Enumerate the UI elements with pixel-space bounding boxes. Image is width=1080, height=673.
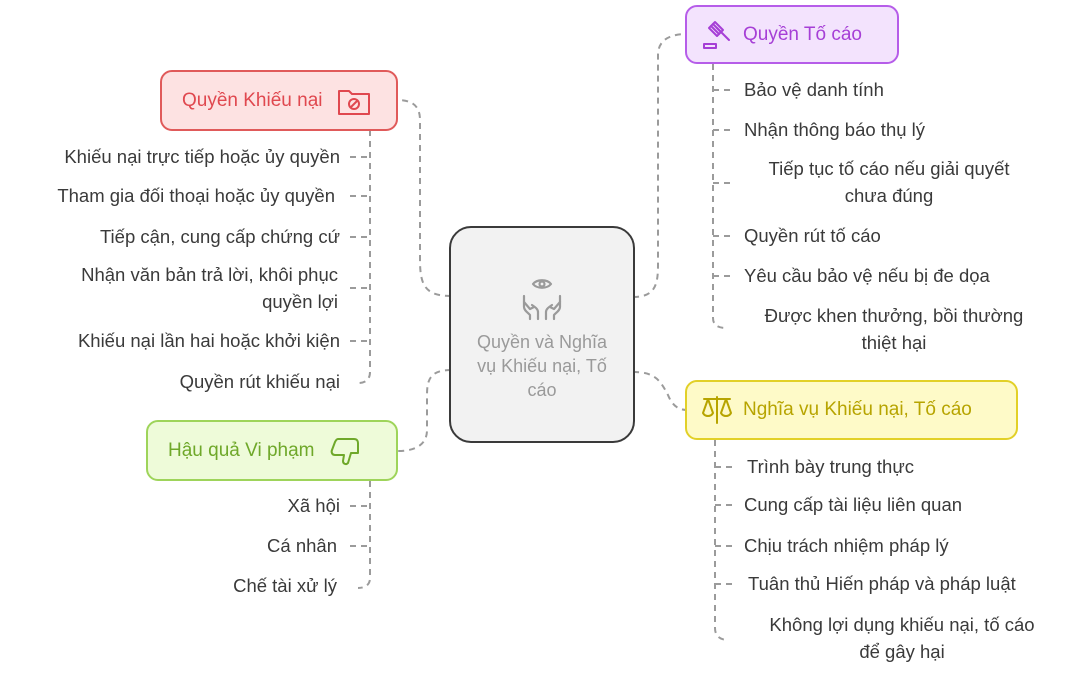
gavel-icon <box>701 20 731 50</box>
denounce-item-5: Yêu cầu bảo vệ nếu bị đe dọa <box>744 265 990 286</box>
obligation-item-1: Trình bày trung thực <box>747 456 914 477</box>
thumbs-down-icon <box>328 435 362 467</box>
connector-center-consequence <box>397 369 452 452</box>
eye-hands-icon <box>518 274 566 322</box>
denounce-item-6: Được khen thưởng, bồi thường thiệt hại <box>764 305 1024 353</box>
center-node: Quyền và Nghĩa vụ Khiếu nại, Tố cáo <box>449 226 635 443</box>
branch-obligation-title: Nghĩa vụ Khiếu nại, Tố cáo <box>743 399 972 420</box>
center-label: Quyền và Nghĩa vụ Khiếu nại, Tố cáo <box>476 331 608 400</box>
consequence-item-2: Cá nhân <box>267 535 337 556</box>
branch-complaint-header: Quyền Khiếu nại <box>160 70 398 131</box>
branch-denounce-title: Quyền Tố cáo <box>743 23 863 45</box>
connector-center-complaint <box>396 99 452 297</box>
complaint-item-6: Quyền rút khiếu nại <box>179 371 340 392</box>
branch-consequence-title: Hậu quả Vi phạm <box>168 439 315 461</box>
consequence-item-3: Chế tài xử lý <box>233 575 337 596</box>
complaint-item-3: Tiếp cận, cung cấp chứng cứ <box>99 226 340 247</box>
complaint-item-1: Khiếu nại trực tiếp hoặc ủy quyền <box>64 146 340 167</box>
complaint-item-5: Khiếu nại lần hai hoặc khởi kiện <box>77 330 340 351</box>
denounce-item-4: Quyền rút tố cáo <box>744 225 881 246</box>
obligation-item-3: Chịu trách nhiệm pháp lý <box>744 535 949 556</box>
connector-center-obligation <box>632 371 688 411</box>
consequence-item-1: Xã hội <box>287 495 340 516</box>
branch-obligation-header: Nghĩa vụ Khiếu nại, Tố cáo <box>685 380 1018 440</box>
denounce-item-1: Bảo vệ danh tính <box>744 79 884 100</box>
obligation-item-4: Tuân thủ Hiến pháp và pháp luật <box>748 573 1016 594</box>
complaint-item-4: Nhận văn bản trả lời, khôi phục quyền lợ… <box>81 264 338 312</box>
connector-center-denounce <box>632 33 688 298</box>
obligation-item-2: Cung cấp tài liệu liên quan <box>744 494 963 515</box>
branch-consequence-header: Hậu quả Vi phạm <box>146 420 398 481</box>
denounce-item-2: Nhận thông báo thụ lý <box>744 119 926 140</box>
branch-complaint-title: Quyền Khiếu nại <box>182 89 323 111</box>
complaint-item-2: Tham gia đối thoại hoặc ủy quyền <box>57 185 335 206</box>
obligation-item-5: Không lợi dụng khiếu nại, tố cáo để gây … <box>769 614 1035 662</box>
denounce-item-3: Tiếp tục tố cáo nếu giải quyết chưa đúng <box>768 158 1010 206</box>
folder-blocked-icon <box>337 86 371 116</box>
branch-denounce-header: Quyền Tố cáo <box>685 5 899 64</box>
scales-icon <box>701 395 733 425</box>
